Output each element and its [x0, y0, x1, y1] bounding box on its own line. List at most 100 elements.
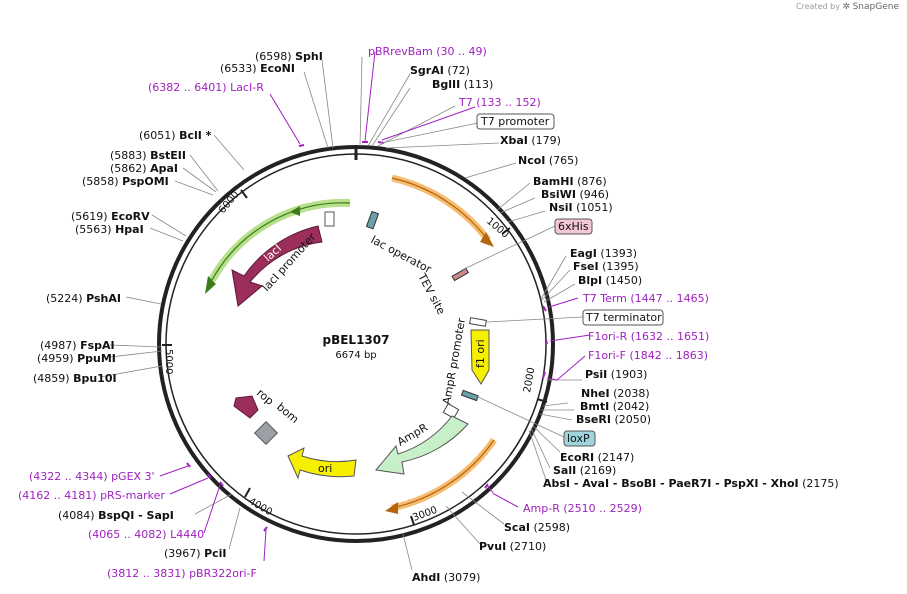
plasmid-name: pBEL1307 [323, 333, 390, 347]
site-apai[interactable]: (5862) ApaI [110, 162, 178, 175]
tick-mark [536, 398, 548, 403]
site-pvui[interactable]: PvuI (2710) [479, 540, 546, 553]
enzyme-sites: (6598) SphI (6533) EcoNI SgrAI (72) BglI… [33, 50, 839, 584]
boxed-labels: T7 promoter T7 terminator 6xHis loxP [476, 113, 664, 447]
site-econi[interactable]: (6533) EcoNI [220, 62, 295, 75]
loxp-mark [460, 389, 479, 402]
leader-line [321, 59, 334, 149]
tick-mark [410, 515, 415, 526]
leader-line [182, 167, 217, 193]
site-pspomi[interactable]: (5858) PspOMI [82, 175, 169, 188]
leader-line [99, 365, 163, 378]
site-bspqi-sapi[interactable]: (4084) BspQI - SapI [58, 509, 174, 522]
site-bamhi[interactable]: BamHI (876) [533, 175, 607, 188]
site-ecori[interactable]: EcoRI (2147) [560, 451, 634, 464]
leader-line [303, 71, 329, 149]
loxp-label[interactable]: loxP [567, 432, 590, 445]
leader-line [475, 395, 567, 439]
his-label[interactable]: 6xHis [558, 220, 589, 233]
leader-line [528, 429, 547, 481]
site-bcli[interactable]: (6051) BclI * [139, 129, 212, 142]
site-sgrai[interactable]: SgrAI (72) [410, 64, 470, 77]
primer-mark-t7term [542, 305, 547, 312]
t7-promoter-label[interactable]: T7 promoter [480, 115, 550, 128]
primer-pbr322ori-f[interactable]: (3812 .. 3831) pBR322ori-F [107, 567, 257, 580]
primer-leader-lines [159, 51, 591, 562]
leader-line [174, 180, 214, 196]
site-bmti[interactable]: BmtI (2042) [580, 400, 649, 413]
rop-feature [233, 395, 259, 419]
site-eagi[interactable]: EagI (1393) [570, 247, 637, 260]
site-nsii[interactable]: NsiI (1051) [549, 201, 613, 214]
site-ecorv[interactable]: (5619) EcoRV [71, 210, 150, 223]
primer-prs-marker[interactable]: (4162 .. 4181) pRS-marker [18, 489, 165, 502]
lac-operator-mark [365, 210, 380, 230]
primer-pgex3[interactable]: (4322 .. 4344) pGEX 3' [29, 470, 155, 483]
snapgene-brand: Created by ✲ SnapGene [796, 2, 899, 12]
tick-label-5000: 5000 [163, 349, 174, 374]
leader-line [541, 269, 571, 301]
site-absi-group[interactable]: AbsI - AvaI - BsoBI - PaeR7I - PspXI - X… [543, 477, 839, 490]
site-sphi[interactable]: (6598) SphI [255, 50, 323, 63]
site-pshai[interactable]: (5224) PshAI [46, 292, 121, 305]
lac-operator-label: lac operator [369, 233, 434, 276]
site-bseri[interactable]: BseRI (2050) [576, 413, 651, 426]
leader-line [371, 87, 411, 147]
cds-arc-bottom-arrowhead [385, 502, 398, 514]
site-bpu10i[interactable]: (4859) Bpu10I [33, 372, 117, 385]
primer-mark-pgex3 [186, 462, 191, 468]
bom-label: bom [274, 400, 301, 426]
site-xbai[interactable]: XbaI (179) [500, 134, 561, 147]
site-psii[interactable]: PsiI (1903) [585, 368, 647, 381]
leader-line [125, 296, 162, 305]
primer-t7-term[interactable]: T7 Term (1447 .. 1465) [582, 292, 709, 305]
primer-f1ori-f[interactable]: F1ori-F (1842 .. 1863) [588, 349, 708, 362]
site-bsiwi[interactable]: BsiWI (946) [541, 188, 609, 201]
site-ncoi[interactable]: NcoI (765) [518, 154, 578, 167]
primer-laci-r[interactable]: (6382 .. 6401) LacI-R [148, 81, 264, 94]
leader-line [189, 154, 219, 192]
primer-l4440[interactable]: (4065 .. 4082) L4440 [88, 528, 204, 541]
primer-mark-prs-marker [207, 473, 212, 479]
site-bsteii[interactable]: (5883) BstEII [110, 149, 186, 162]
leader-line [402, 533, 413, 571]
primer-t7[interactable]: T7 (133 .. 152) [458, 96, 541, 109]
primer-leader-line [548, 297, 579, 308]
site-fsei[interactable]: FseI (1395) [573, 260, 639, 273]
site-ahdi[interactable]: AhdI (3079) [412, 571, 480, 584]
primer-amp-r[interactable]: Amp-R (2510 .. 2529) [523, 502, 642, 515]
primer-mark-pbr322ori-f [263, 526, 268, 532]
site-ppumi[interactable]: (4959) PpuMI [37, 352, 116, 365]
leader-line [380, 122, 479, 144]
t7-terminator-label[interactable]: T7 terminator [585, 311, 662, 324]
primer-leader-line [381, 106, 476, 141]
primer-leader-line [549, 334, 591, 342]
laci-promoter-box [324, 211, 335, 227]
primer-mark-f1ori-r [545, 339, 548, 345]
primer-leader-line [486, 484, 519, 508]
primer-leader-line [169, 477, 209, 495]
site-scai[interactable]: ScaI (2598) [504, 521, 570, 534]
primer-pbrrevbam[interactable]: pBRrevBam (30 .. 49) [368, 45, 487, 58]
laci-cds [231, 225, 323, 307]
primer-f1ori-r[interactable]: F1ori-R (1632 .. 1651) [588, 330, 709, 343]
laci-promoter-arrowhead [205, 276, 216, 294]
leader-line [530, 427, 551, 469]
site-hpai[interactable]: (5563) HpaI [75, 223, 144, 236]
plasmid-size: 6674 bp [335, 350, 376, 361]
leader-line [228, 507, 241, 550]
laci-promoter-small-arrow [290, 206, 300, 216]
ampr-promoter-box [469, 317, 487, 327]
tick-mark [501, 227, 511, 235]
site-pcii[interactable]: (3967) PciI [164, 547, 227, 560]
leader-line [464, 162, 517, 179]
tev-site-mark [451, 267, 470, 282]
tev-site-label: TEV site [415, 270, 448, 317]
site-nhei[interactable]: NheI (2038) [581, 387, 650, 400]
site-sali[interactable]: SalI (2169) [553, 464, 616, 477]
primer-leader-line [364, 51, 376, 142]
site-blpi[interactable]: BlpI (1450) [578, 274, 642, 287]
site-bglii[interactable]: BglII (113) [432, 78, 493, 91]
leader-line [109, 350, 163, 358]
site-fspai[interactable]: (4987) FspAI [40, 339, 115, 352]
